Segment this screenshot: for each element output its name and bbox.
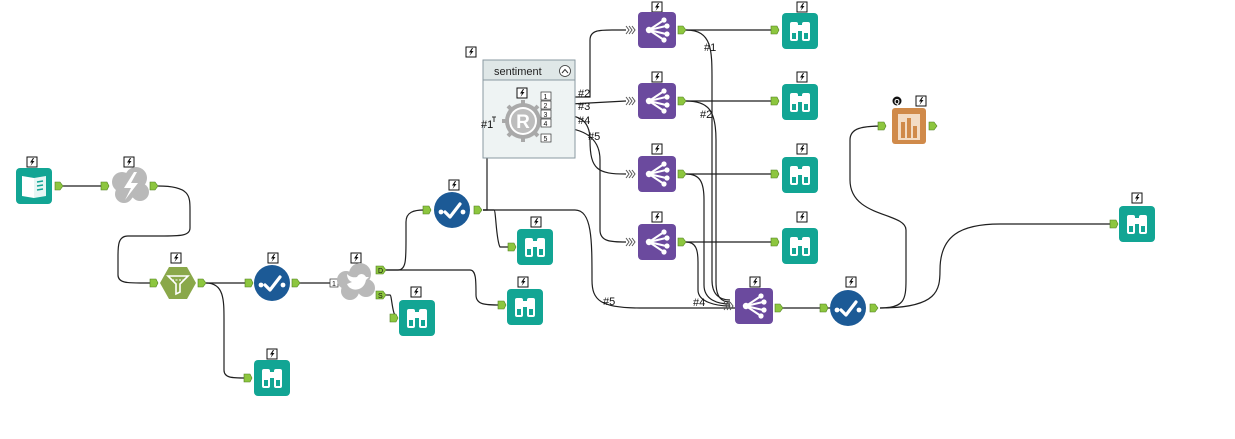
lightning-badge-icon: [266, 348, 278, 360]
twitter-output-d-anchor[interactable]: D: [375, 265, 387, 275]
browse-tool-6[interactable]: [770, 71, 818, 120]
label-c4-bottom: #4: [693, 297, 705, 309]
join-tool-3[interactable]: [625, 143, 687, 193]
lightning-badge-icon: [845, 276, 857, 288]
lightning-badge-icon: [796, 211, 808, 223]
browse-tool-2[interactable]: [389, 286, 435, 336]
report-tool[interactable]: Q: [877, 95, 938, 144]
lightning-badge-icon: [517, 276, 529, 288]
lightning-badge-icon: [26, 156, 38, 168]
connection-wires: [63, 29, 1116, 379]
lightning-badge-icon: [465, 46, 477, 58]
binoculars-icon: [254, 360, 290, 396]
lightning-badge-icon: [350, 252, 362, 264]
select-tool-3[interactable]: [819, 276, 879, 328]
lightning-badge-icon: [123, 156, 135, 168]
checkmark-circle-icon: [432, 190, 472, 230]
twitter-search-tool[interactable]: 1 D S: [329, 252, 387, 300]
twitter-input-anchor: 1: [332, 281, 336, 288]
binoculars-icon: [782, 228, 818, 264]
lightning-badge-icon: [1131, 192, 1143, 204]
label-c1-right: #1: [704, 42, 716, 54]
binoculars-icon: [782, 84, 818, 120]
lightning-badge-icon: [448, 179, 460, 191]
multi-join-icon: [637, 155, 677, 193]
label-c1-left: #1: [481, 119, 493, 131]
multi-join-icon: [637, 82, 677, 120]
browse-tool-3[interactable]: [507, 216, 553, 265]
lightning-badge-icon: [651, 211, 663, 223]
multi-join-icon: [734, 287, 774, 325]
label-c3: #3: [578, 101, 590, 113]
svg-text:D: D: [378, 268, 383, 275]
label-c5-right: #5: [588, 131, 600, 143]
r-output-anchor-5: 5: [544, 136, 548, 143]
binoculars-icon: [507, 289, 543, 325]
join-tool-2[interactable]: [625, 71, 687, 120]
multi-join-icon: [637, 223, 677, 261]
lightning-badge-icon: [651, 1, 663, 13]
svg-text:S: S: [378, 293, 383, 300]
binoculars-icon: [399, 300, 435, 336]
r-output-anchor-4: 4: [544, 121, 548, 128]
funnel-hex-icon: [160, 267, 196, 299]
formula-tool[interactable]: [100, 156, 159, 203]
lightning-badge-icon: [796, 1, 808, 13]
join-tool-1[interactable]: [625, 1, 687, 49]
checkmark-circle-icon: [828, 288, 868, 328]
browse-tool-5[interactable]: [770, 1, 818, 49]
r-output-anchor-1: 1: [544, 94, 548, 101]
r-tool[interactable]: R 1 2 3 4 5: [492, 87, 552, 143]
lightning-badge-icon: [170, 252, 182, 264]
connection-labels: #2 #3 #4 #5 #1 #1 #2 #5 #4: [481, 42, 716, 309]
lightning-badge-icon: [516, 87, 528, 99]
browse-tool-9[interactable]: [1109, 192, 1155, 242]
lightning-cloud-icon: [112, 167, 149, 203]
browse-tool-7[interactable]: [770, 143, 818, 193]
collapse-chevron-icon[interactable]: [559, 65, 571, 77]
r-gear-icon: R: [502, 100, 544, 142]
filter-tool[interactable]: [149, 252, 207, 299]
r-output-anchor-2: 2: [544, 103, 548, 110]
lightning-badge-icon: [410, 286, 422, 298]
r-tool-label: R: [516, 112, 530, 133]
checkmark-circle-icon: [252, 263, 292, 303]
lightning-badge-icon: [530, 216, 542, 228]
lightning-badge-icon: [651, 71, 663, 83]
lightning-badge-icon: [796, 143, 808, 155]
join-tool-4[interactable]: [625, 211, 687, 261]
lightning-badge-icon: [915, 95, 927, 107]
binoculars-icon: [782, 13, 818, 49]
browse-tool-8[interactable]: [770, 211, 818, 264]
lightning-badge-icon: [267, 252, 279, 264]
book-input-icon: [16, 168, 52, 204]
sentiment-container[interactable]: sentiment: [465, 46, 576, 159]
join-tool-5[interactable]: [723, 276, 784, 325]
binoculars-icon: [782, 157, 818, 193]
lightning-badge-icon: [749, 276, 761, 288]
bar-chart-report-icon: [892, 108, 926, 144]
select-tool-2[interactable]: [422, 179, 483, 230]
input-data-tool[interactable]: [16, 156, 64, 204]
binoculars-icon: [517, 229, 553, 265]
svg-text:Q: Q: [894, 99, 900, 106]
lightning-badge-icon: [651, 143, 663, 155]
browse-tool-4[interactable]: [497, 276, 543, 325]
binoculars-icon: [1119, 206, 1155, 242]
label-c5-bottom: #5: [603, 296, 615, 308]
label-c2-join: #2: [700, 109, 712, 121]
r-output-anchor-3: 3: [544, 112, 548, 119]
select-tool-1[interactable]: [244, 252, 301, 303]
browse-tool-1[interactable]: [243, 348, 290, 396]
container-title: sentiment: [494, 66, 542, 78]
lightning-badge-icon: [796, 71, 808, 83]
twitter-bird-cloud-icon: [337, 263, 375, 300]
r-output-anchors[interactable]: 1 2 3 4 5: [540, 91, 552, 143]
twitter-output-s-anchor[interactable]: S: [375, 290, 387, 300]
label-c4: #4: [578, 115, 590, 127]
label-c2-right: #2: [578, 88, 590, 100]
multi-join-icon: [637, 11, 677, 49]
